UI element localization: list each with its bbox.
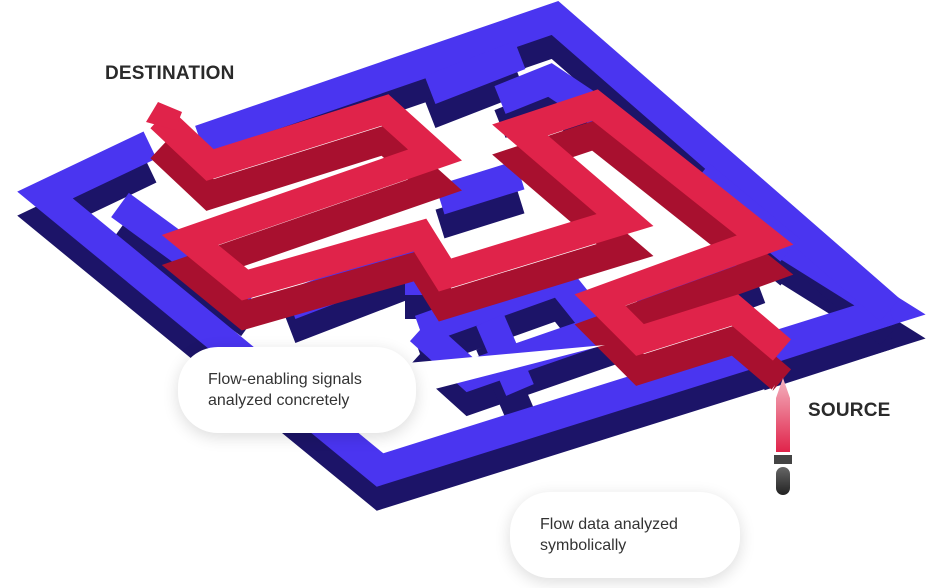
- destination-label: DESTINATION: [105, 63, 235, 84]
- destination-arrow-icon: [146, 102, 182, 130]
- callout-line: Flow data analyzed: [540, 516, 678, 533]
- callout-line: symbolically: [540, 537, 627, 554]
- source-probe-icon: [774, 378, 792, 495]
- callout-line: analyzed concretely: [208, 392, 350, 409]
- callout-line: Flow-enabling signals: [208, 371, 362, 388]
- callout-concrete-signals: Flow-enabling signals analyzed concretel…: [178, 347, 416, 433]
- callout-tail: [385, 345, 605, 398]
- callout-symbolic-data: Flow data analyzed symbolically: [510, 492, 740, 578]
- source-label: SOURCE: [808, 400, 891, 421]
- callout-tail: [690, 385, 775, 505]
- flow-path-top: [150, 89, 794, 361]
